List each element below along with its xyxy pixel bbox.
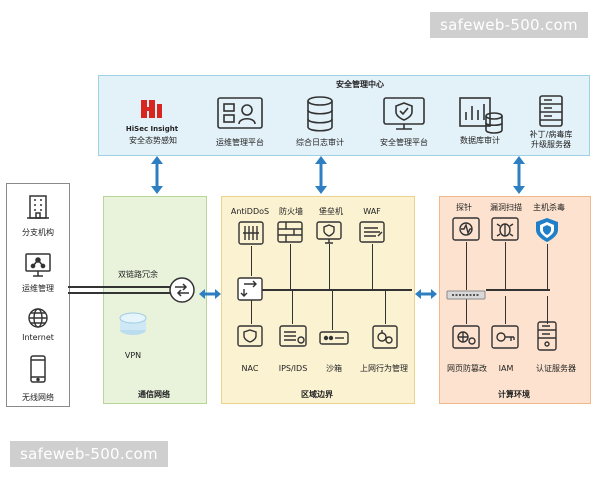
redundancy-label: 双链路冗余 [118,270,158,279]
left-item-label: 无线网络 [22,393,54,402]
comm-network-title: 通信网络 [138,390,170,399]
security-center-item-label: 安全态势感知 [129,136,177,145]
dual-link-line [68,286,172,288]
region-link-line [385,290,386,324]
security-center-panel [98,75,590,156]
compute-bottom-label: 网页防篡改 [447,364,487,373]
left-item-label: 分支机构 [22,228,54,237]
region-bottom-label: 沙箱 [326,364,342,373]
hisec-logo-text: HiSec Insight [125,125,179,133]
hisec-logo-icon [139,98,165,124]
region-boundary-title: 区域边界 [301,390,333,399]
vpn-label: VPN [124,351,142,360]
compute-top-label: 探针 [456,203,472,212]
web-tamper-icon [451,324,481,354]
mobile-phone-icon [28,354,48,388]
router-icon [168,276,196,308]
behavior-mgmt-icon [371,324,399,354]
ips-ids-icon [278,324,308,352]
vpn-device-icon [118,312,148,340]
compute-bottom-label: IAM [498,364,514,373]
core-switch-icon [236,276,264,306]
region-link-line [251,246,252,276]
arrow-updown-comm [150,155,164,199]
probe-icon [451,216,481,246]
sandbox-icon [318,330,350,350]
compute-link-line [505,296,506,324]
database-icon [306,96,334,136]
region-bottom-label: 上网行为管理 [360,364,408,373]
compute-link-line [466,242,467,290]
arrow-leftright-comm-region [198,285,222,304]
region-top-label: AntiDDoS [230,207,270,216]
compute-link-line [505,242,506,290]
compute-bus-line [486,289,550,291]
security-center-title: 安全管理中心 [336,80,384,89]
compute-top-label: 主机杀毒 [533,203,565,212]
monitor-network-icon [24,252,52,282]
security-center-item-label: 运维管理平台 [216,138,264,147]
shield-monitor-icon [382,96,426,136]
compute-link-line [466,296,467,324]
arrow-updown-region [314,155,328,199]
firewall-icon [276,220,304,248]
left-item-label: Internet [22,333,54,342]
security-center-item-label: 安全管理平台 [380,138,428,147]
region-top-label: 堡垒机 [319,207,343,216]
access-switch-icon [446,285,486,304]
region-top-label: 防火墙 [279,207,303,216]
iam-key-icon [490,324,520,354]
patch-server-label-line1: 补丁/病毒库 [529,130,573,139]
ops-monitor-icon [216,96,264,136]
left-access-panel [6,183,70,407]
region-link-line [290,244,291,289]
patch-server-label-line2: 升级服务器 [531,140,571,149]
globe-icon [27,307,49,333]
dual-link-line [68,292,172,294]
region-bottom-label: NAC [241,364,259,373]
region-top-label: WAF [363,207,381,216]
region-link-line [332,290,333,330]
arrow-leftright-region-compute [414,285,438,304]
region-bottom-label: IPS/IDS [278,364,308,373]
left-item-label: 运维管理 [22,284,54,293]
region-link-line [372,244,373,289]
watermark-bottom: safeweb-500.com [10,441,168,467]
auth-server-icon [536,320,558,356]
region-link-line [292,290,293,324]
db-audit-icon [458,96,504,138]
antiddos-icon [237,220,265,250]
arrow-updown-compute [512,155,526,199]
region-link-line [251,300,252,324]
compute-top-label: 漏洞扫描 [490,203,522,212]
region-link-line [329,244,330,289]
region-bus-line [262,289,412,291]
security-center-item-label: 数据库审计 [460,136,500,145]
waf-icon [358,220,386,248]
compute-link-line [547,296,548,324]
watermark-top: safeweb-500.com [430,12,588,38]
compute-env-panel [439,196,591,404]
vuln-scan-icon [490,216,520,246]
building-icon [26,194,50,224]
compute-env-title: 计算环境 [498,390,530,399]
bastion-host-icon [315,220,343,248]
compute-link-line [547,244,548,290]
server-rack-icon [538,94,564,132]
nac-icon [236,324,264,352]
security-center-item-label: 综合日志审计 [296,138,344,147]
host-antivirus-icon [533,216,561,248]
compute-bottom-label: 认证服务器 [536,364,576,373]
